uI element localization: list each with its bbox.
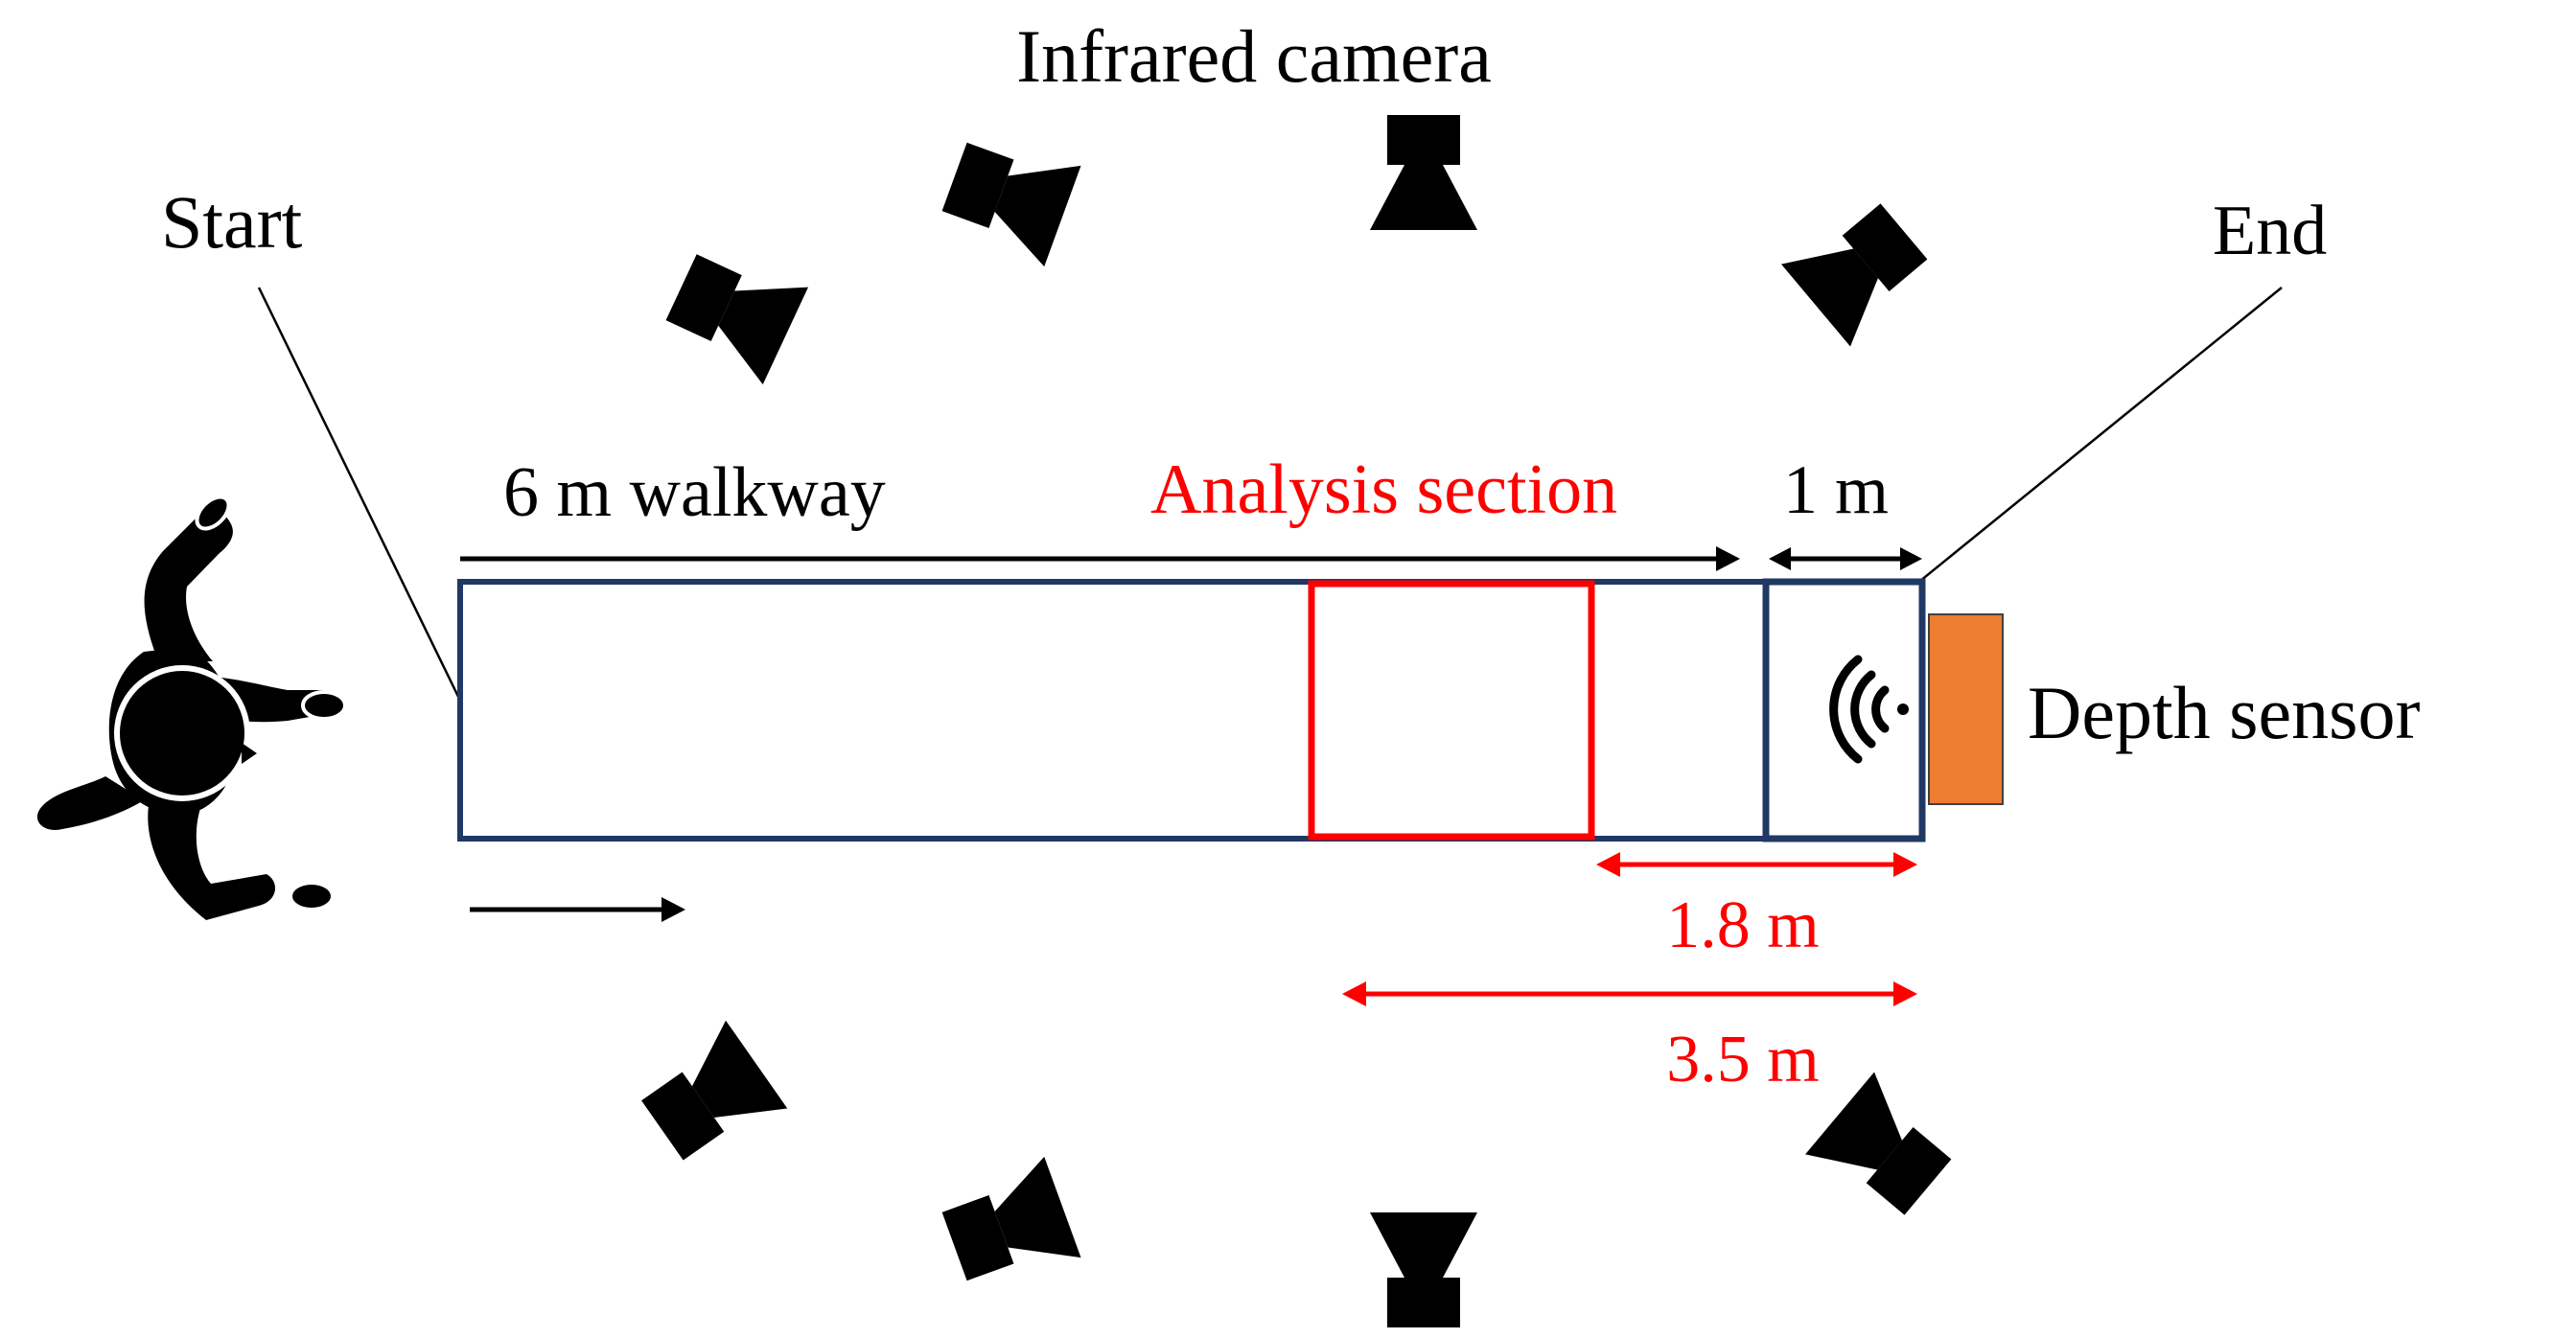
- walkway: [457, 579, 1769, 842]
- dist-1-8-arrow: [1596, 852, 1917, 877]
- analysis-section: [1308, 580, 1595, 841]
- dist-1-8-label: 1.8 m: [1666, 888, 1819, 962]
- walking-direction-arrow: [470, 897, 685, 922]
- depth-sensor: [1928, 613, 2004, 805]
- infrared-camera-label: Infrared camera: [1016, 14, 1492, 98]
- infrared-camera-icon: [1370, 1212, 1477, 1327]
- infrared-camera-icon: [1370, 115, 1477, 230]
- infrared-camera-icon: [658, 238, 809, 385]
- end-zone: [1762, 578, 1926, 842]
- start-label: Start: [161, 180, 303, 264]
- person-topview-icon: [36, 495, 347, 920]
- infrared-camera-icon: [936, 126, 1081, 267]
- infrared-camera-icon: [1805, 1072, 1962, 1229]
- dist-3-5-label: 3.5 m: [1666, 1023, 1819, 1096]
- wireless-signal-icon: [1829, 655, 1909, 764]
- one-meter-label: 1 m: [1783, 451, 1889, 528]
- start-leader-line: [257, 287, 464, 705]
- infrared-camera-icon: [1781, 190, 1938, 347]
- analysis-section-label: Analysis section: [1150, 450, 1617, 529]
- infrared-camera-icon: [631, 1020, 788, 1175]
- end-zone-width-arrow: [1769, 547, 1922, 570]
- infrared-camera-icon: [936, 1156, 1081, 1298]
- dist-3-5-arrow: [1342, 981, 1917, 1006]
- end-label: End: [2213, 192, 2327, 270]
- walkway-label: 6 m walkway: [503, 453, 886, 532]
- depth-sensor-label: Depth sensor: [2028, 671, 2420, 754]
- walkway-length-arrow: [460, 546, 1740, 571]
